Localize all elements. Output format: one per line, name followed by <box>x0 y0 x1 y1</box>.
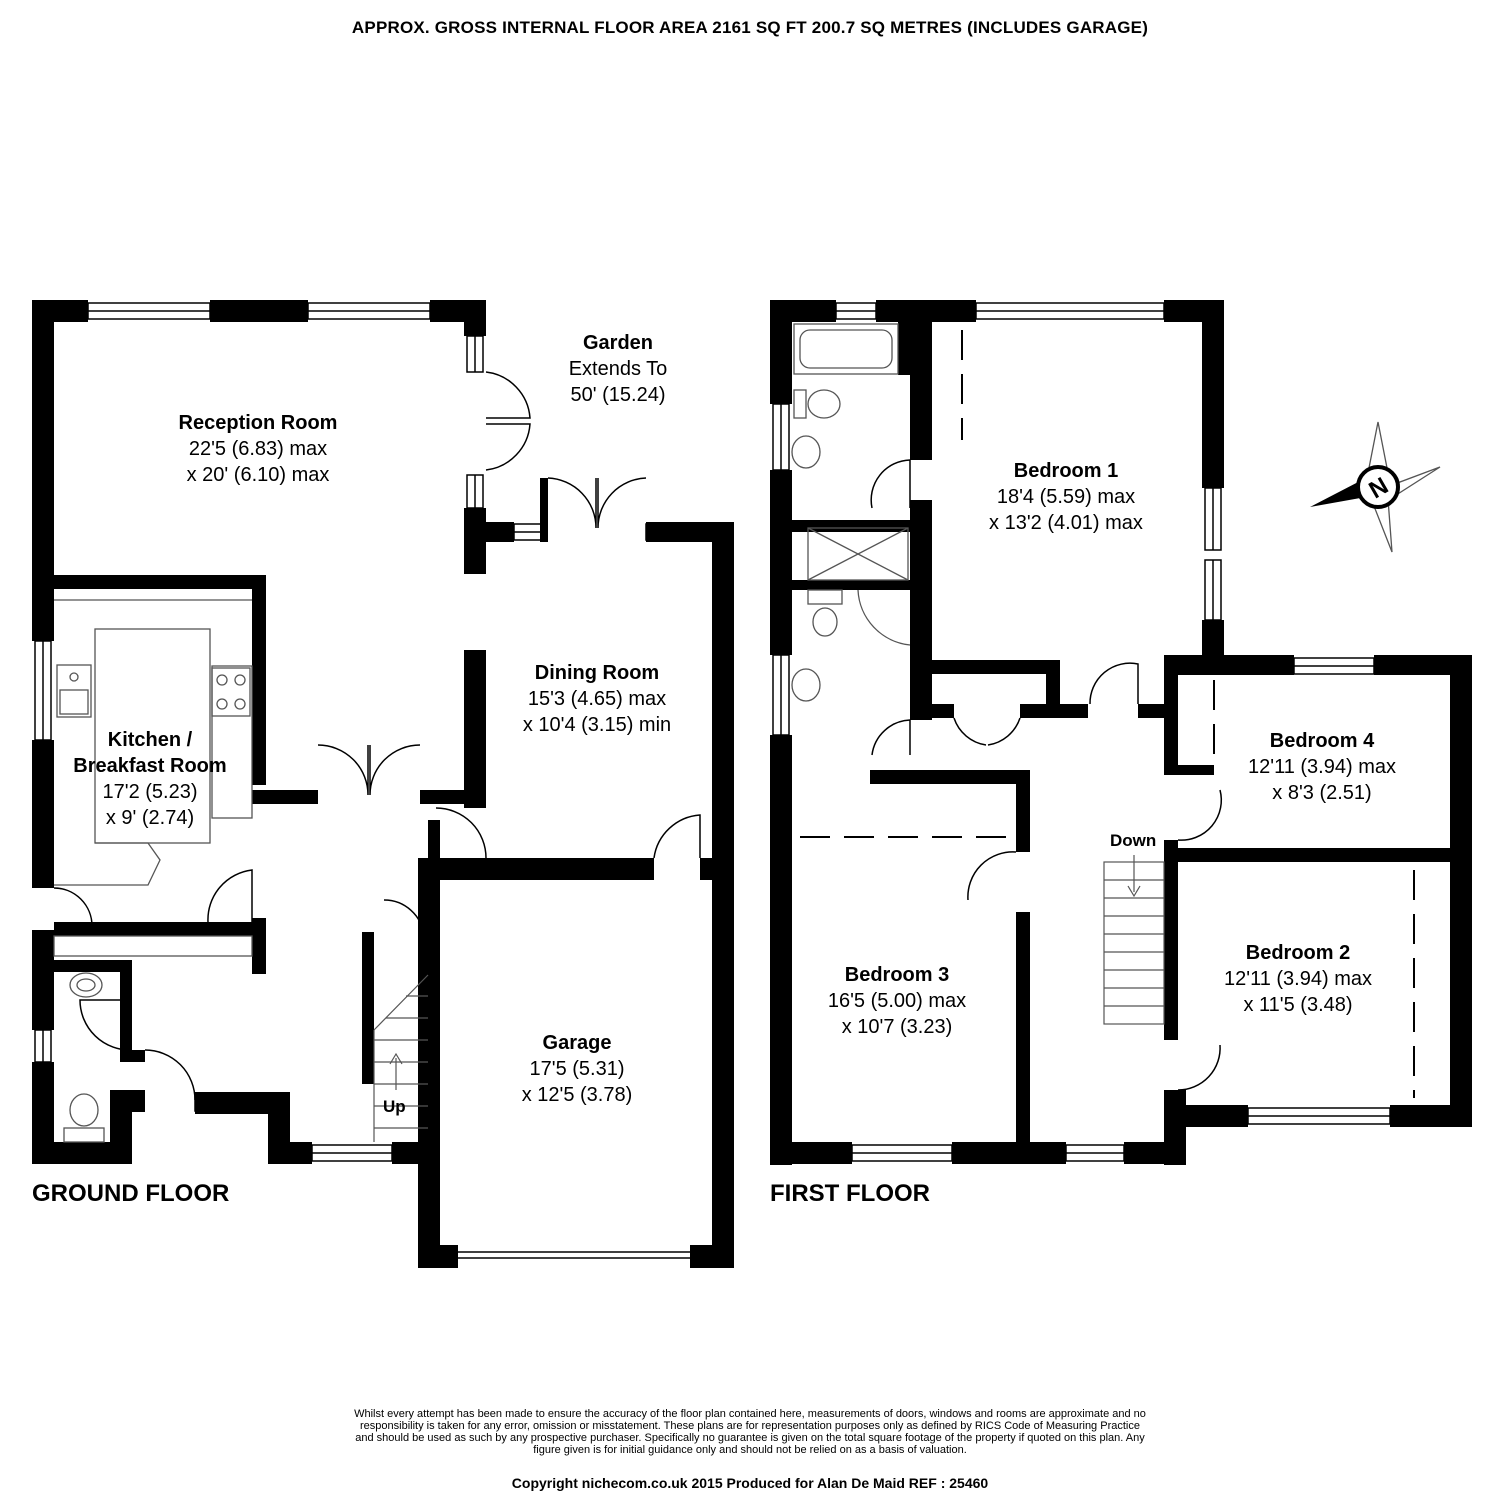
room-name: Bedroom 4 <box>1269 730 1375 752</box>
room-name: Breakfast Room <box>73 755 227 777</box>
room-name: Garage <box>542 1032 612 1054</box>
room-dimension: x 10'7 (3.23) <box>841 1016 953 1038</box>
first-floor-doors <box>870 459 1223 1091</box>
wc-fixtures <box>63 972 105 1143</box>
wardrobes <box>800 330 1415 1098</box>
room-dimension: 12'11 (3.94) max <box>1248 756 1396 778</box>
room-dimension: x 9' (2.74) <box>105 807 195 829</box>
room-dimension: x 8'3 (2.51) <box>1272 782 1372 804</box>
room-dimension: 50' (15.24) <box>570 384 666 406</box>
copyright-text: Copyright nichecom.co.uk 2015 Produced f… <box>511 1475 989 1491</box>
stairs-down-label: Down <box>1110 831 1157 850</box>
first-floor-label: FIRST FLOOR <box>770 1180 930 1207</box>
stairs-up-label: Up <box>383 1097 406 1116</box>
room-name: Dining Room <box>534 662 660 684</box>
kitchen-fixtures <box>53 599 253 957</box>
first-stairs <box>1103 855 1165 1025</box>
ground-stairs <box>373 974 429 1142</box>
room-dimension: x 13'2 (4.01) max <box>989 512 1143 534</box>
room-dimension: 18'4 (5.59) max <box>996 486 1136 508</box>
room-dimension: x 11'5 (3.48) <box>1243 994 1353 1016</box>
room-name: Bedroom 1 <box>1013 460 1119 482</box>
room-name: Kitchen / <box>107 729 193 751</box>
room-dimension: x 20' (6.10) max <box>186 464 330 486</box>
garden-label: Garden Extends To 50' (15.24) <box>488 330 748 408</box>
bedroom-1-label: Bedroom 1 18'4 (5.59) max x 13'2 (4.01) … <box>936 458 1196 536</box>
room-dimension: x 12'5 (3.78) <box>521 1084 633 1106</box>
room-name: Reception Room <box>178 412 338 434</box>
ground-floor-windows <box>34 302 690 1259</box>
bedroom-3-label: Bedroom 3 16'5 (5.00) max x 10'7 (3.23) <box>767 962 1027 1040</box>
room-dimension: 17'2 (5.23) <box>102 781 198 803</box>
room-dimension: 12'11 (3.94) max <box>1224 968 1372 990</box>
first-floor-walls <box>770 300 1472 1165</box>
bedroom-2-label: Bedroom 2 12'11 (3.94) max x 11'5 (3.48) <box>1168 940 1428 1018</box>
ground-floor-label: GROUND FLOOR <box>32 1180 230 1207</box>
room-dimension: 15'3 (4.65) max <box>527 688 667 710</box>
ground-floor-walls <box>32 300 734 1268</box>
room-dimension: 17'5 (5.31) <box>529 1058 625 1080</box>
first-floor-windows <box>772 302 1391 1162</box>
dining-room-label: Dining Room 15'3 (4.65) max x 10'4 (3.15… <box>467 660 727 738</box>
ground-floor-doors <box>53 371 701 1101</box>
compass-rose-icon: N <box>1310 421 1441 553</box>
room-dimension: x 10'4 (3.15) min <box>522 714 672 736</box>
room-dimension: 22'5 (6.83) max <box>188 438 328 460</box>
kitchen-label: Kitchen / Breakfast Room 17'2 (5.23) x 9… <box>20 727 280 831</box>
room-name: Garden <box>582 332 654 354</box>
room-name: Bedroom 3 <box>844 964 950 986</box>
floor-area-header: APPROX. GROSS INTERNAL FLOOR AREA 2161 S… <box>351 18 1149 37</box>
room-dimension: Extends To <box>568 358 668 380</box>
room-dimension: 16'5 (5.00) max <box>827 990 967 1012</box>
room-name: Bedroom 2 <box>1245 942 1351 964</box>
disclaimer-text: Whilst every attempt has been made to en… <box>354 1408 1146 1456</box>
reception-room-label: Reception Room 22'5 (6.83) max x 20' (6.… <box>128 410 388 488</box>
bedroom-4-label: Bedroom 4 12'11 (3.94) max x 8'3 (2.51) <box>1192 728 1452 806</box>
bathroom-fixtures <box>791 323 911 702</box>
garage-label: Garage 17'5 (5.31) x 12'5 (3.78) <box>447 1030 707 1108</box>
